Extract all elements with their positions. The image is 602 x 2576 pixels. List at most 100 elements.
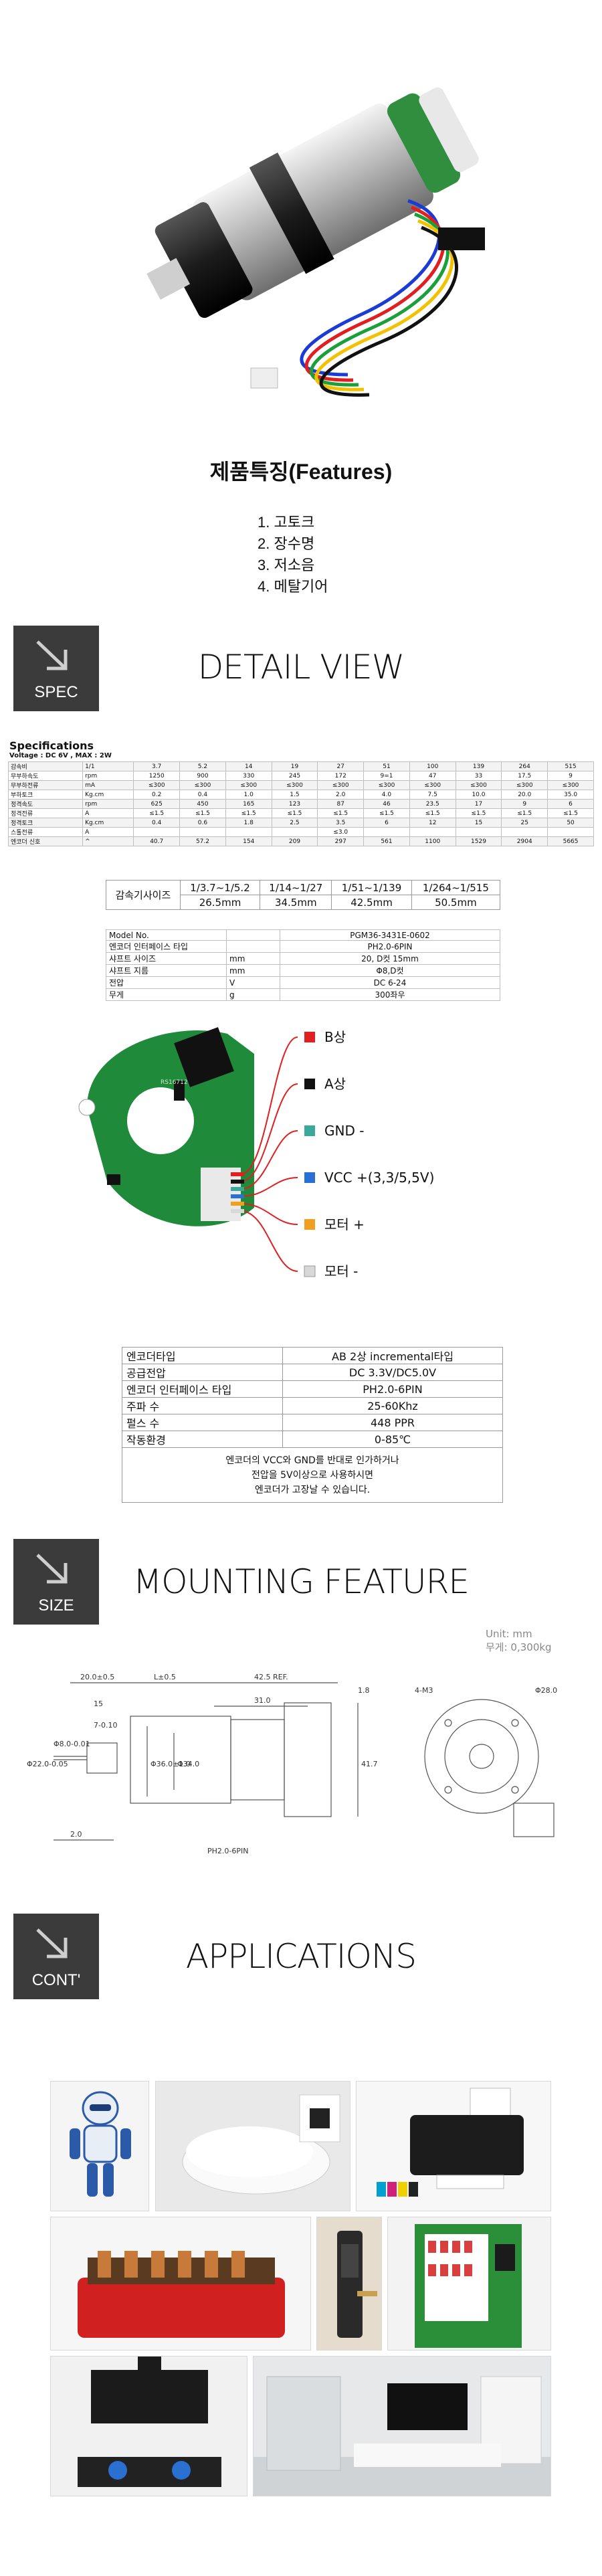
spec-cell: [455, 827, 502, 837]
model-cell: V: [226, 976, 280, 989]
spec-cell: ≤1.5: [363, 808, 410, 818]
spec-cell: [501, 827, 548, 837]
spec-cell: 정격전류: [7, 808, 84, 818]
pin-leader-line: [240, 1203, 298, 1225]
spec-cell: ≤300: [455, 780, 502, 790]
spec-cell: 25: [501, 818, 548, 828]
encoder-cell: 공급전압: [122, 1364, 283, 1381]
spec-cell: 50: [547, 818, 594, 828]
pin-wire: [231, 1202, 244, 1206]
spec-cell: 297: [317, 836, 365, 846]
spec-cell: rpm: [82, 799, 134, 809]
spec-cell: 4.0: [363, 790, 410, 800]
model-cell: 300좌우: [280, 988, 500, 1001]
spec-cell: 정격속도: [7, 799, 84, 809]
dim-k: Φ34.0: [177, 1760, 199, 1768]
dim-m: 2.0: [70, 1830, 82, 1839]
pin-wire: [231, 1209, 244, 1213]
dim-a: 20.0±0.5: [80, 1673, 114, 1681]
door-lock-icon: [317, 2217, 381, 2350]
encoder-cell: 펄스 수: [122, 1414, 283, 1431]
model-cell: PGM36-3431E-0602: [280, 929, 500, 941]
spec-cell: 57.2: [179, 836, 226, 846]
spec-cell: 46: [363, 799, 410, 809]
spec-cell: ≤1.5: [179, 808, 226, 818]
spec-cell: 20.0: [501, 790, 548, 800]
spec-cell: 87: [317, 799, 365, 809]
spec-cell: 1529: [455, 836, 502, 846]
spec-cell: 9: [501, 799, 548, 809]
dim-c: 42.5 REF.: [254, 1673, 288, 1681]
encoder-cell: AB 2상 incremental타입: [282, 1347, 503, 1364]
application-grill: [50, 2217, 311, 2351]
spec-cell: A: [82, 808, 134, 818]
spec-cell: 14: [225, 761, 272, 771]
spec-cell: 6: [363, 818, 410, 828]
model-row: Model No.PGM36-3431E-0602: [106, 929, 500, 941]
spec-cell: 165: [225, 799, 272, 809]
mount-holes: 4-M3: [415, 1686, 433, 1695]
spec-cell: [363, 827, 410, 837]
spec-cell: 27: [317, 761, 365, 771]
spec-cell: 330: [225, 771, 272, 781]
spec-cell: ≤1.5: [547, 808, 594, 818]
spec-cell: 123: [271, 799, 318, 809]
voltage-note: Voltage : DC 6V , MAX : 2W: [9, 752, 112, 759]
ratio-range: 1/3.7~1/5.2: [179, 880, 261, 895]
spec-cell: 245: [271, 771, 318, 781]
model-cell: g: [226, 988, 280, 1001]
application-robot: [50, 2081, 149, 2211]
spec-cell: ≤300: [363, 780, 410, 790]
spec-cell: 0.6: [179, 818, 226, 828]
outer-diameter: Φ28.0: [535, 1686, 557, 1695]
application-vending-machine: [387, 2217, 551, 2351]
spec-cell: 51: [363, 761, 410, 771]
pin-leader-line: [240, 1177, 298, 1197]
features-title: 제품특징(Features): [209, 460, 393, 484]
board-text: RS16712: [161, 1079, 188, 1086]
spec-cell: 정격토크: [7, 818, 84, 828]
model-cell: [226, 940, 280, 953]
spec-cell: [409, 827, 456, 837]
grill-icon: [51, 2217, 310, 2350]
feature-item: 3. 저소음: [258, 557, 315, 573]
pin-color-swatch: [304, 1219, 315, 1230]
pin-label: 모터 -: [324, 1263, 358, 1279]
spec-cell: 0.2: [133, 790, 181, 800]
spec-cell: [133, 827, 181, 837]
spec-cell: 7.5: [409, 790, 456, 800]
pin-label: GND -: [324, 1123, 364, 1139]
encoder-cell: 엔코더 인터페이스 타입: [122, 1380, 283, 1398]
spec-cell: 209: [271, 836, 318, 846]
spec-cell: 2904: [501, 836, 548, 846]
spec-cell: 스톨전류: [7, 827, 84, 837]
model-cell: 엔코더 인터페이스 타입: [106, 940, 227, 953]
spec-cell: 172: [317, 771, 365, 781]
encoder-cell: 주파 수: [122, 1397, 283, 1414]
encoder-cell: PH2.0-6PIN: [282, 1380, 503, 1398]
detail-view-title: DETAIL VIEW: [197, 648, 405, 686]
spec-badge-label: SPEC: [34, 683, 78, 701]
spec-cell: 무부하전류: [7, 780, 84, 790]
encoder-warning: 엔코더의 VCC와 GND를 반대로 인가하거나 전압을 5V이상으로 사용하시…: [122, 1447, 503, 1503]
spec-cell: ≤1.5: [455, 808, 502, 818]
spec-cell: 감속비: [7, 761, 84, 771]
arrow-down-right-icon: [36, 1928, 68, 1958]
ratio-range: 1/264~1/515: [411, 880, 501, 895]
encoder-cell: 448 PPR: [282, 1414, 503, 1431]
spec-cell: 1250: [133, 771, 181, 781]
